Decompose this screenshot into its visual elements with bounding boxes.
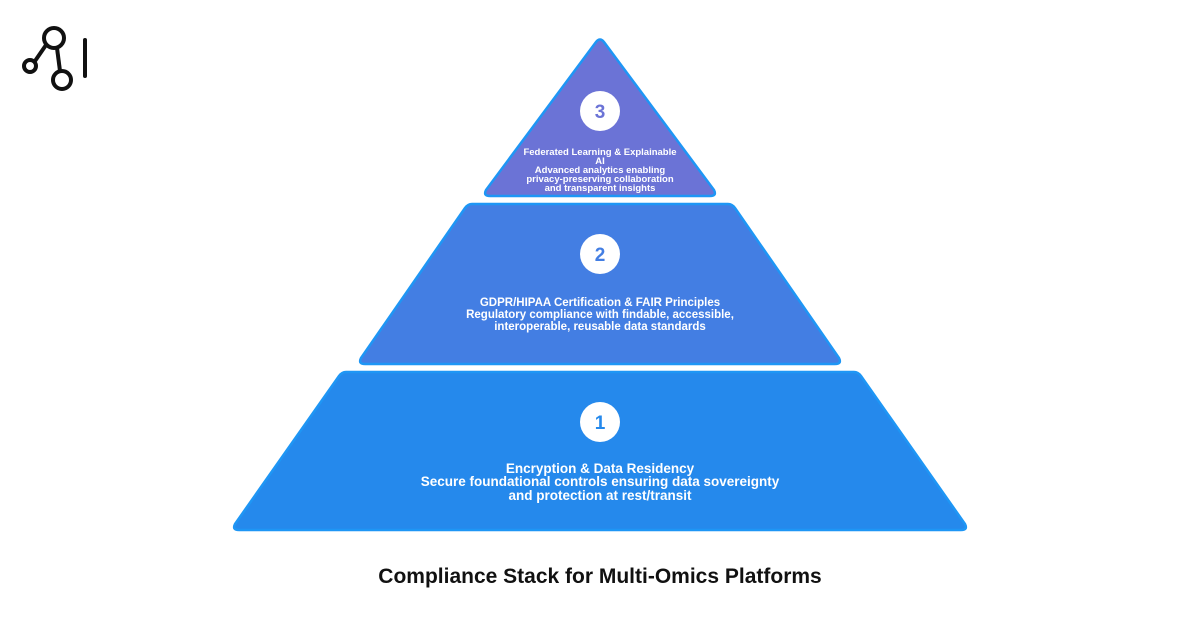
tier-2: 2 GDPR/HIPAA Certification & FAIR Princi… bbox=[358, 202, 842, 366]
tier-3-badge bbox=[580, 91, 620, 131]
tier-3-title-line-1: Federated Learning & Explainable bbox=[523, 147, 676, 158]
tier-2-desc-line-2: interoperable, reusable data standards bbox=[494, 321, 706, 333]
tier-3-desc-line-3: and transparent insights bbox=[545, 183, 656, 194]
tier-1-desc-line-2: and protection at rest/transit bbox=[508, 488, 692, 503]
tier-1-desc-line-1: Secure foundational controls ensuring da… bbox=[421, 474, 780, 489]
diagram-caption: Compliance Stack for Multi-Omics Platfor… bbox=[378, 565, 822, 588]
tier-3-desc-line-2: privacy-preserving collaboration bbox=[526, 174, 673, 185]
tier-2-desc-line-1: Regulatory compliance with findable, acc… bbox=[466, 309, 734, 321]
tier-1-title: Encryption & Data Residency bbox=[506, 461, 695, 476]
tier-2-badge bbox=[580, 234, 620, 274]
tier-3: 3 Federated Learning & Explainable AI Ad… bbox=[483, 38, 717, 198]
tier-2-number: 2 bbox=[595, 245, 606, 266]
tier-3-title-line-2: AI bbox=[595, 156, 605, 167]
tier-1-badge bbox=[580, 402, 620, 442]
tier-1-number: 1 bbox=[595, 413, 606, 434]
tier-1-shape bbox=[232, 370, 968, 532]
tier-2-title: GDPR/HIPAA Certification & FAIR Principl… bbox=[480, 297, 720, 309]
tier-1: 1 Encryption & Data Residency Secure fou… bbox=[232, 370, 968, 532]
molecule-network-icon bbox=[22, 26, 87, 91]
tier-3-number: 3 bbox=[595, 102, 606, 123]
tier-3-desc-line-1: Advanced analytics enabling bbox=[535, 165, 666, 176]
tier-2-shape bbox=[358, 202, 842, 366]
